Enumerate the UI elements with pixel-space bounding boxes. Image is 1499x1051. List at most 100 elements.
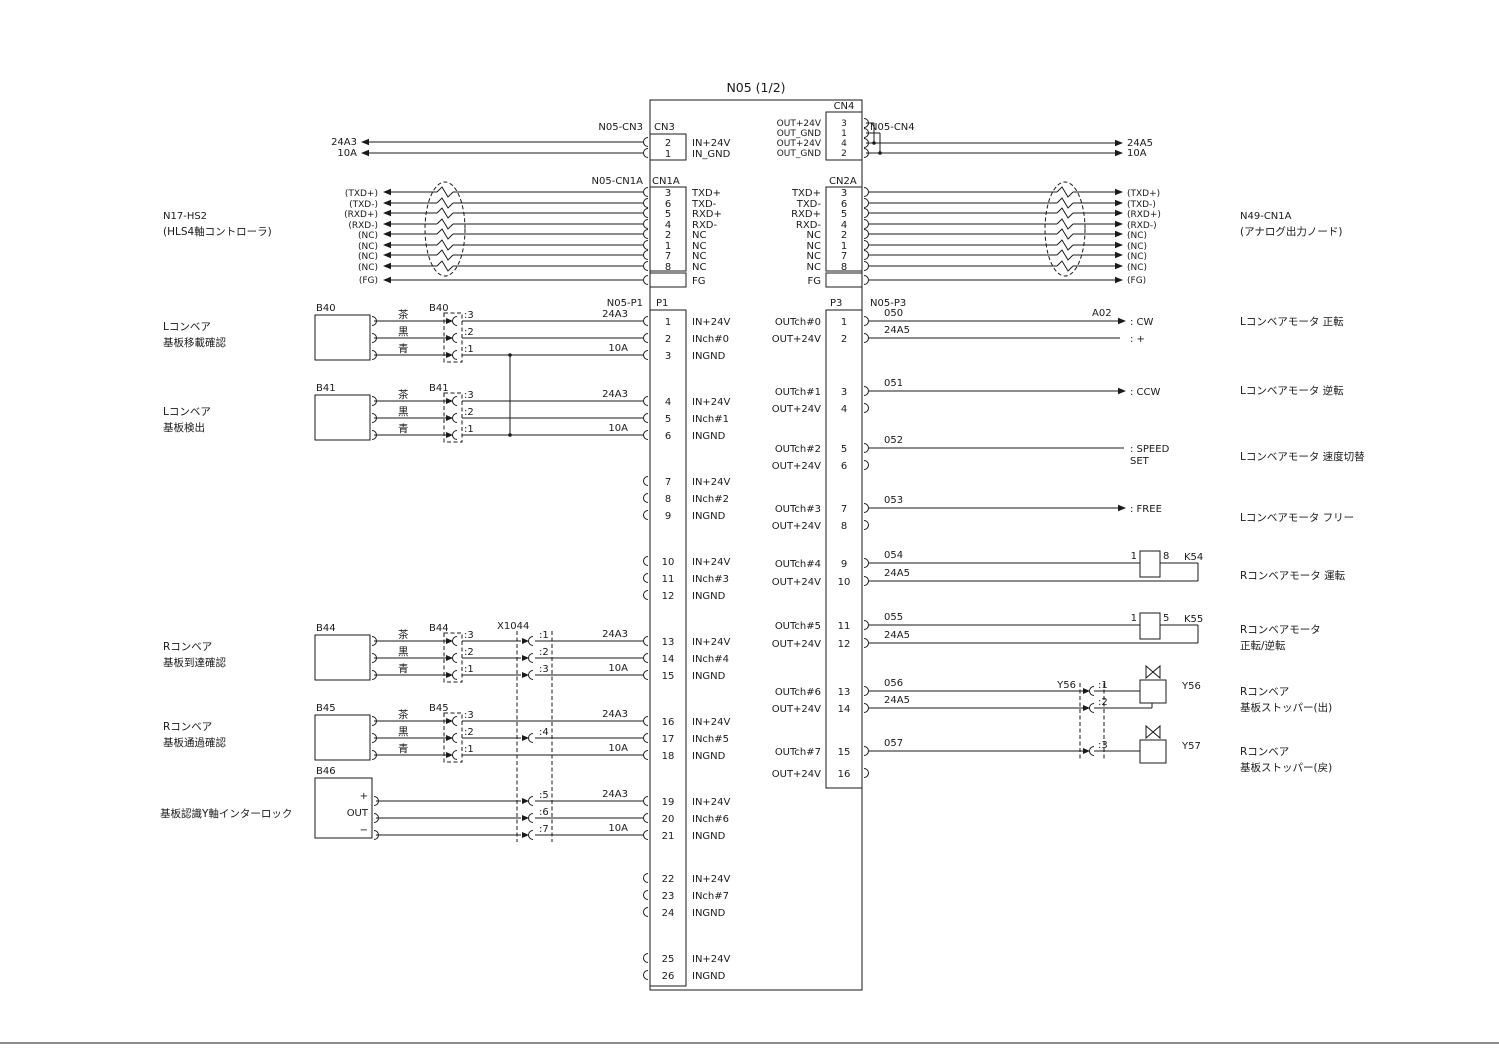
conn-name: X1044 xyxy=(497,621,529,632)
sensor-b45 xyxy=(314,712,643,763)
pin-label: IN+24V xyxy=(692,477,731,488)
conn-pin-label: :5 xyxy=(539,790,549,801)
conn-pin-label: :1 xyxy=(539,630,549,641)
ext-label: (NC) xyxy=(1127,252,1147,262)
pin-number: 12 xyxy=(662,591,675,602)
terminal-label: OUT xyxy=(347,808,369,819)
terminal-label: − xyxy=(360,825,368,836)
cn3-name: CN3 xyxy=(654,122,675,133)
pin-label: OUT+24V xyxy=(772,639,821,650)
conn-pin-label: :2 xyxy=(1098,697,1108,708)
ext-label: (TXD+) xyxy=(1127,189,1160,199)
pin-label: INch#3 xyxy=(692,574,729,585)
pin-label: RXD+ xyxy=(791,209,821,220)
dest-label: SET xyxy=(1130,456,1150,467)
x1044-housing xyxy=(516,631,553,842)
pin-number: 3 xyxy=(841,188,847,199)
color-label: 黒 xyxy=(398,726,409,738)
pin-label: NC xyxy=(807,262,821,273)
wire-tag: 10A xyxy=(608,823,628,834)
pin-number: 13 xyxy=(662,637,675,648)
ext-label: (RXD+) xyxy=(344,210,378,220)
sensor-b40 xyxy=(314,312,643,363)
wire-number: 055 xyxy=(884,612,903,623)
ext-label: (NC) xyxy=(1127,263,1147,273)
cn4-ref: N05-CN4 xyxy=(870,122,915,133)
page-title: N05 (1/2) xyxy=(726,80,785,95)
conn-pin-label: :2 xyxy=(464,327,474,338)
pin-number: 4 xyxy=(841,139,847,149)
pin-number: 16 xyxy=(662,717,675,728)
pin-number: 20 xyxy=(662,814,675,825)
wire-tag: 24A3 xyxy=(602,389,628,400)
color-label: 黒 xyxy=(398,326,409,338)
pin-label: IN+24V xyxy=(692,717,731,728)
pin-label: TXD+ xyxy=(791,188,821,199)
wire-tag: 10A xyxy=(1127,148,1147,159)
color-label: 茶 xyxy=(398,308,409,321)
pin-number: 21 xyxy=(662,831,675,842)
relay-pin: 1 xyxy=(1131,613,1137,624)
sensor-b44 xyxy=(314,632,643,683)
twisted-pair-symbol xyxy=(1044,181,1086,277)
pin-number: 13 xyxy=(838,687,851,698)
conn-name: B45 xyxy=(429,703,449,714)
wire-tag: 10A xyxy=(608,343,628,354)
pin-label: INGND xyxy=(692,431,726,442)
conn-name: B44 xyxy=(429,623,449,634)
pin-label: OUTch#0 xyxy=(775,317,821,328)
note-line: 基板ストッパー(戻) xyxy=(1240,761,1332,774)
conn-pin-label: :3 xyxy=(539,664,549,675)
solenoid-y56 xyxy=(1139,679,1167,704)
cn1a-name: CN1A xyxy=(652,176,680,187)
pin-number: 17 xyxy=(662,734,675,745)
ext-label: (TXD+) xyxy=(345,189,378,199)
pin-number: 8 xyxy=(665,494,671,505)
ext-label: (RXD-) xyxy=(1127,221,1157,231)
pin-number: 6 xyxy=(665,431,671,442)
solenoid-name: Y56 xyxy=(1181,681,1201,692)
color-label: 青 xyxy=(398,422,409,435)
pin-label: NC xyxy=(692,230,706,241)
sensor-name: B40 xyxy=(316,303,336,314)
pin-number: 1 xyxy=(665,149,671,160)
ext-label: (NC) xyxy=(358,252,378,262)
wire-number: 057 xyxy=(884,738,903,749)
pin-label: OUT_GND xyxy=(777,149,821,159)
pin-label: IN+24V xyxy=(692,138,731,149)
ext-label: (TXD-) xyxy=(1127,200,1156,210)
note-line: 基板ストッパー(出) xyxy=(1240,701,1332,714)
relay-k55-coil xyxy=(1139,612,1161,640)
conn-pin-label: :1 xyxy=(1098,680,1108,691)
pin-label: INGND xyxy=(692,671,726,682)
fg-label: FG xyxy=(692,276,706,287)
dest-label: : FREE xyxy=(1130,504,1162,515)
pin-number: 16 xyxy=(838,769,851,780)
conn-pin-label: :2 xyxy=(539,647,549,658)
pin-label: NC xyxy=(807,251,821,262)
wire-number: 054 xyxy=(884,550,903,561)
device-n49-name: N49-CN1A xyxy=(1240,211,1292,222)
ext-label: (TXD-) xyxy=(349,200,378,210)
pin-label: NC xyxy=(692,241,706,252)
sensor-b46 xyxy=(314,777,643,840)
sensor-name: B45 xyxy=(316,703,336,714)
pin-number: 8 xyxy=(841,521,847,532)
wire-tag: 24A3 xyxy=(331,137,357,148)
pin-number: 10 xyxy=(838,577,851,588)
sensor-desc: Lコンベア xyxy=(163,406,211,418)
sensor-desc: 基板到達確認 xyxy=(163,656,226,669)
pin-number: 5 xyxy=(841,444,847,455)
pin-label: INch#4 xyxy=(692,654,729,665)
pin-label: IN+24V xyxy=(692,557,731,568)
conn-pin-label: :3 xyxy=(1098,740,1108,751)
pin-number: 1 xyxy=(841,317,847,328)
wire-number: 24A5 xyxy=(884,630,910,641)
pin-number: 8 xyxy=(841,262,847,273)
dest-label: : + xyxy=(1130,334,1145,345)
conn-pin-label: :4 xyxy=(539,727,549,738)
device-n17-name: N17-HS2 xyxy=(163,211,207,222)
pin-number: 14 xyxy=(662,654,675,665)
pin-label: OUT+24V xyxy=(772,704,821,715)
pin-number: 8 xyxy=(665,262,671,273)
